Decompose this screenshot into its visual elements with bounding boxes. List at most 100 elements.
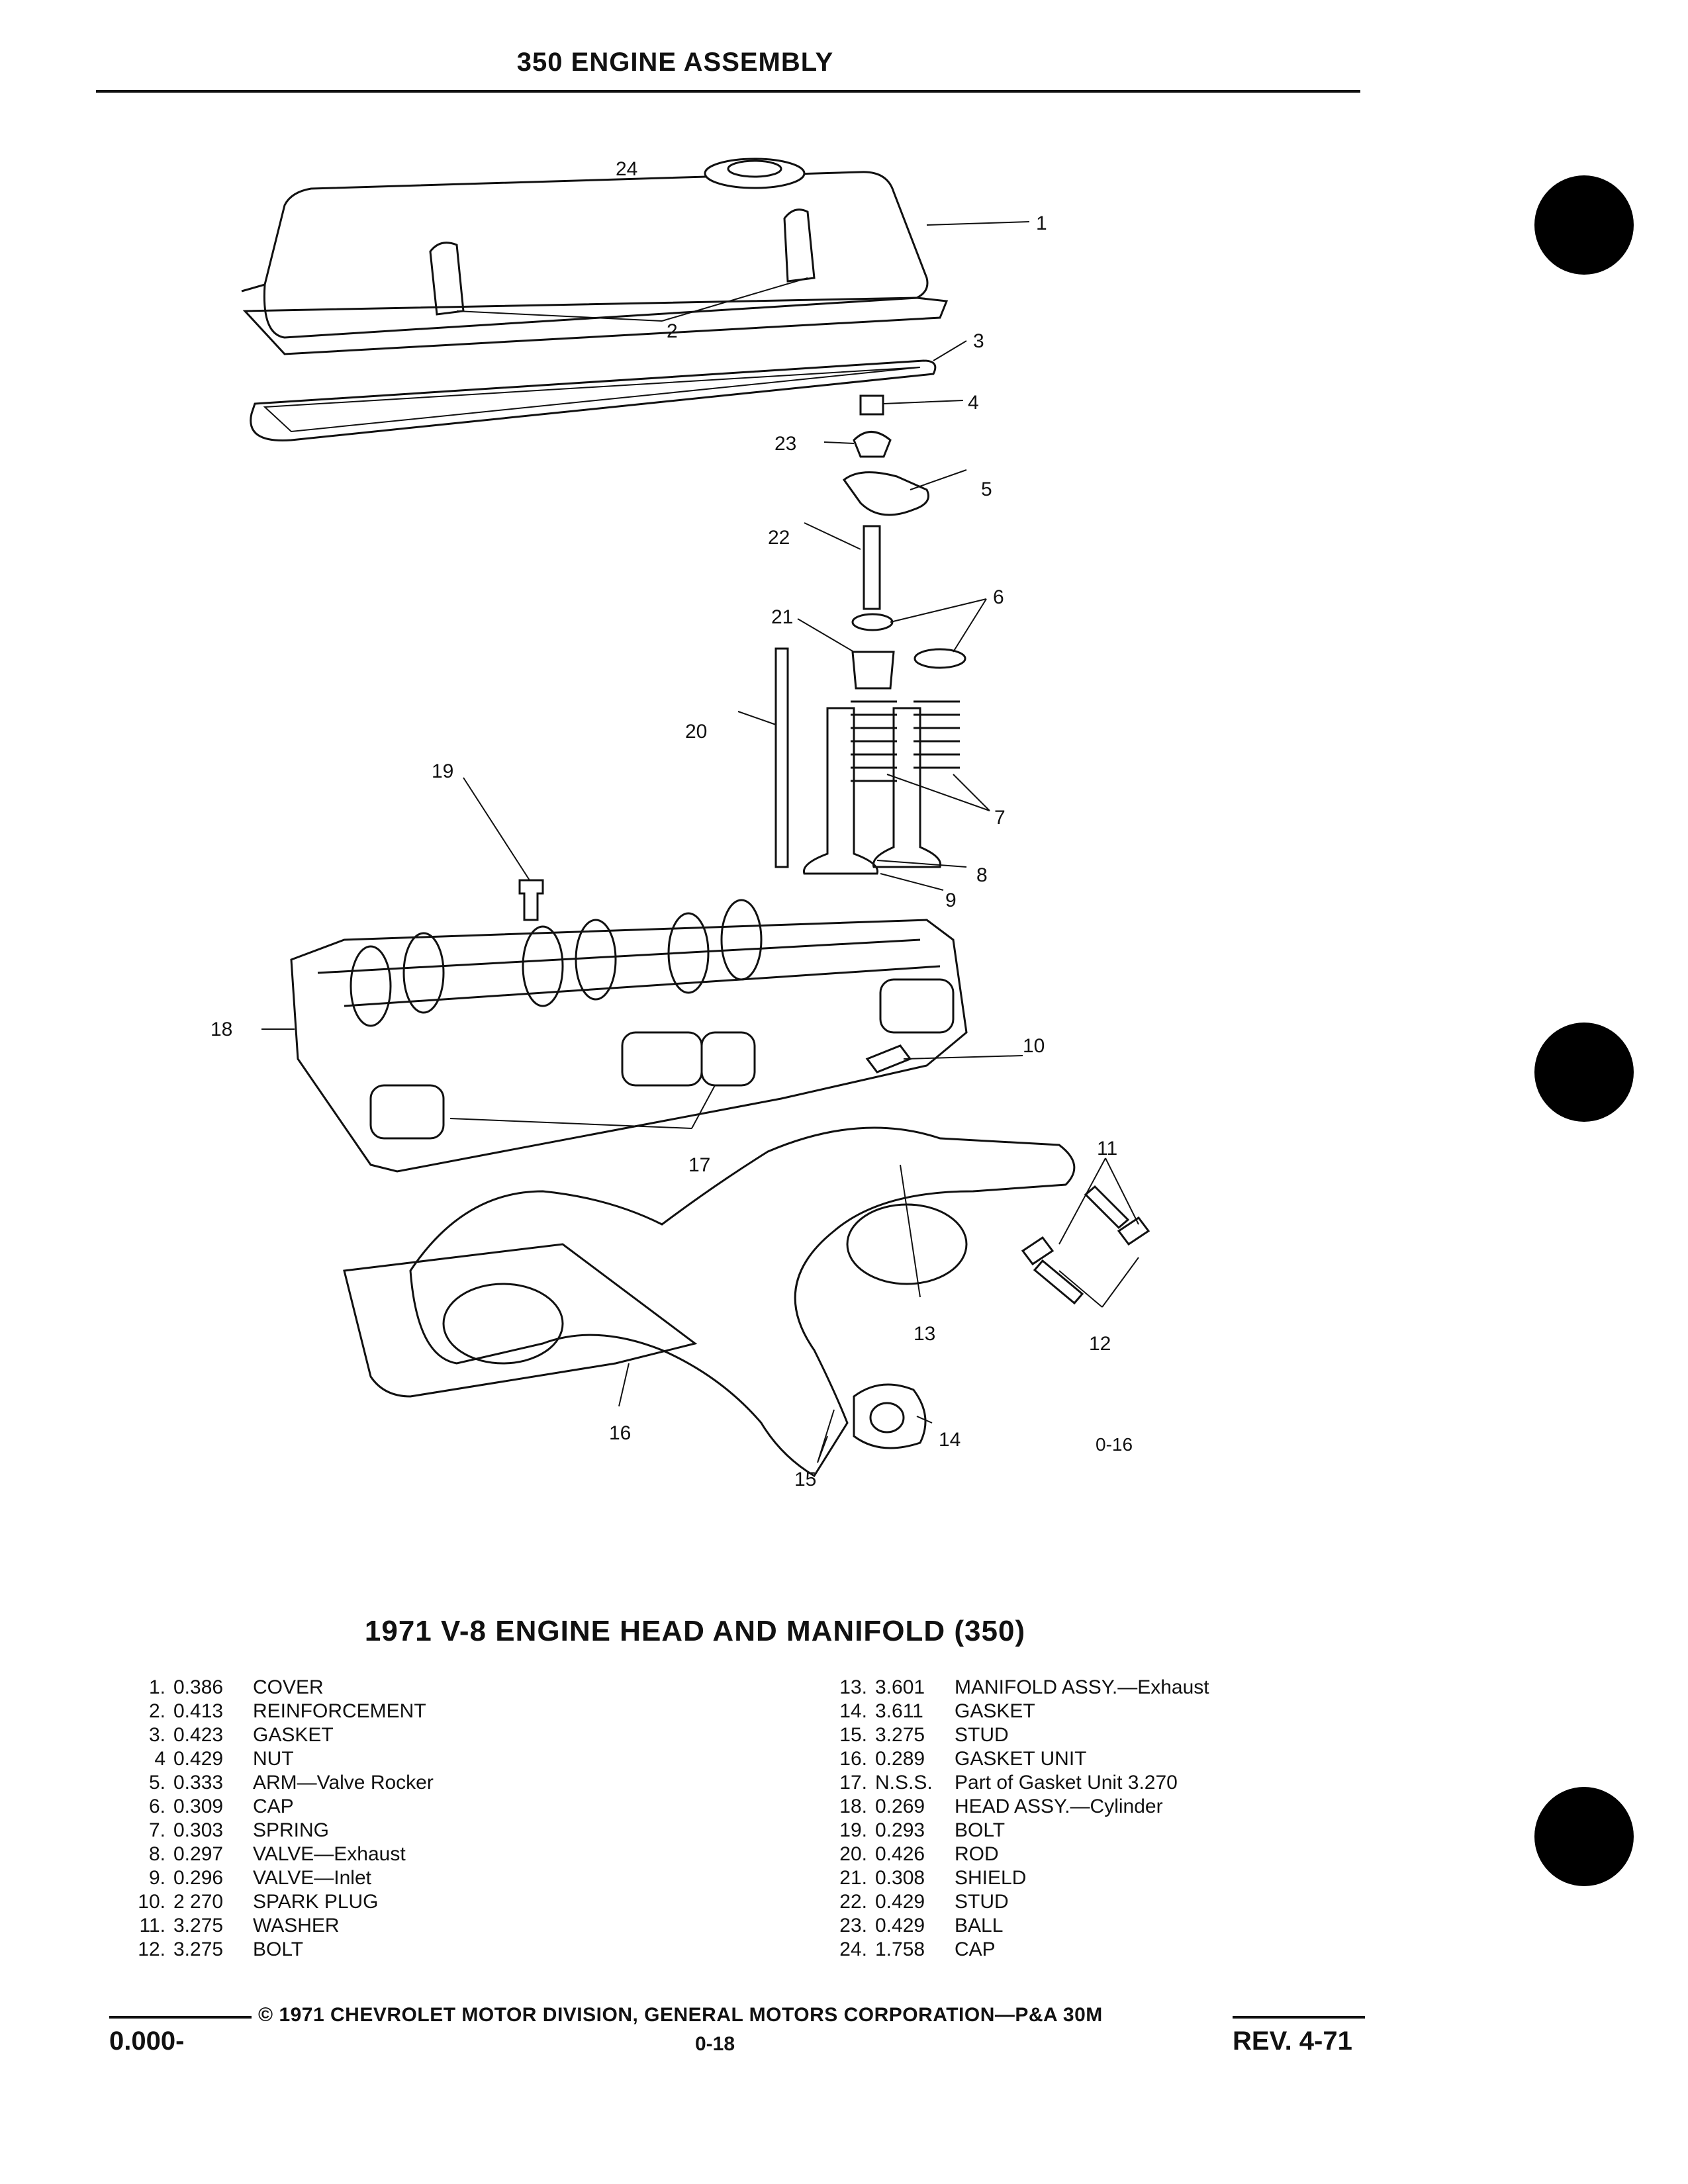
part-number: 4 bbox=[154, 1748, 165, 1770]
rocker-nut bbox=[859, 394, 884, 416]
part-code: 0.297 bbox=[173, 1843, 224, 1865]
callout-16: 16 bbox=[609, 1422, 631, 1444]
parts-legend-title: 1971 V-8 ENGINE HEAD AND MANIFOLD (350) bbox=[364, 1615, 1026, 1647]
part-number: 17. bbox=[839, 1772, 867, 1794]
callout-23: 23 bbox=[774, 433, 796, 455]
part-description: MANIFOLD ASSY.—Exhaust bbox=[955, 1676, 1209, 1698]
callout-10: 10 bbox=[1023, 1035, 1045, 1057]
part-number: 14. bbox=[839, 1700, 867, 1722]
part-number: 19. bbox=[839, 1819, 867, 1841]
part-code: 0.269 bbox=[875, 1796, 925, 1817]
part-code: 0.293 bbox=[875, 1819, 925, 1841]
part-description: NUT bbox=[253, 1748, 294, 1770]
footer-rule bbox=[109, 2016, 252, 2019]
part-description: VALVE—Inlet bbox=[253, 1867, 371, 1889]
part-description: SHIELD bbox=[955, 1867, 1027, 1889]
part-description: WASHER bbox=[253, 1915, 340, 1936]
part-description: Part of Gasket Unit 3.270 bbox=[955, 1772, 1178, 1794]
pivot-ball bbox=[853, 431, 892, 458]
head-bolt bbox=[518, 879, 544, 921]
part-code: 0.309 bbox=[173, 1796, 224, 1817]
part-description: SPRING bbox=[253, 1819, 330, 1841]
part-number: 20. bbox=[839, 1843, 867, 1865]
punch-hole bbox=[1534, 1023, 1634, 1122]
header-rule bbox=[96, 90, 1360, 93]
footer-rule bbox=[1233, 2016, 1365, 2019]
part-number: 6. bbox=[148, 1796, 165, 1817]
callout-18: 18 bbox=[211, 1019, 232, 1040]
part-description: VALVE—Exhaust bbox=[253, 1843, 406, 1865]
callout-6: 6 bbox=[993, 586, 1004, 608]
callout-12: 12 bbox=[1089, 1333, 1111, 1355]
oil-cap bbox=[704, 158, 806, 189]
callout-8: 8 bbox=[976, 864, 988, 886]
callout-20: 20 bbox=[685, 721, 707, 743]
callout-15: 15 bbox=[794, 1469, 816, 1490]
part-number: 11. bbox=[139, 1915, 165, 1936]
part-number: 21. bbox=[839, 1867, 867, 1889]
callout-3: 3 bbox=[973, 330, 984, 352]
part-number: 23. bbox=[839, 1915, 867, 1936]
parts-list-row: 17. N.S.S. Part of Gasket Unit 3.270 bbox=[774, 1771, 1209, 1795]
part-code: 0.333 bbox=[173, 1772, 224, 1794]
part-number: 24. bbox=[839, 1938, 867, 1960]
callout-2: 2 bbox=[667, 320, 678, 342]
part-number: 18. bbox=[839, 1796, 867, 1817]
exhaust-manifold bbox=[409, 1126, 1076, 1478]
copyright-notice: © 1971 CHEVROLET MOTOR DIVISION, GENERAL… bbox=[258, 2004, 1103, 2026]
punch-hole bbox=[1534, 175, 1634, 275]
part-code: 0.429 bbox=[875, 1915, 925, 1936]
callout-5: 5 bbox=[981, 478, 992, 500]
part-description: ROD bbox=[955, 1843, 999, 1865]
part-code: 0.413 bbox=[173, 1700, 224, 1722]
part-number: 10. bbox=[138, 1891, 165, 1913]
part-code: 0.303 bbox=[173, 1819, 224, 1841]
part-number: 9. bbox=[148, 1867, 165, 1889]
part-code: N.S.S. bbox=[875, 1772, 933, 1794]
part-code: 0.426 bbox=[875, 1843, 925, 1865]
part-code: 3.275 bbox=[875, 1724, 925, 1746]
part-code: 0.289 bbox=[875, 1748, 925, 1770]
punch-hole bbox=[1534, 1787, 1634, 1886]
part-number: 8. bbox=[148, 1843, 165, 1865]
footer-section-number: 0.000- bbox=[109, 2026, 185, 2056]
part-description: BOLT bbox=[253, 1938, 304, 1960]
parts-list-row: 8. 0.297 VALVE—Exhaust bbox=[113, 1843, 434, 1866]
part-code: 0.429 bbox=[875, 1891, 925, 1913]
part-number: 13. bbox=[839, 1676, 867, 1698]
part-description: BOLT bbox=[955, 1819, 1006, 1841]
part-description: GASKET bbox=[955, 1700, 1035, 1722]
callout-13: 13 bbox=[914, 1323, 935, 1345]
part-description: SPARK PLUG bbox=[253, 1891, 379, 1913]
part-description: GASKET bbox=[253, 1724, 334, 1746]
part-code: 0.386 bbox=[173, 1676, 224, 1698]
manifold-bolt bbox=[1084, 1185, 1150, 1246]
exhaust-valve bbox=[802, 707, 879, 875]
part-description: STUD bbox=[955, 1891, 1009, 1913]
callout-24: 24 bbox=[616, 158, 637, 180]
callout-17: 17 bbox=[688, 1154, 710, 1176]
callout-21: 21 bbox=[771, 606, 793, 628]
callout-4: 4 bbox=[968, 392, 979, 414]
part-code: 3.611 bbox=[875, 1700, 923, 1722]
part-description: REINFORCEMENT bbox=[253, 1700, 426, 1722]
rocker-stud bbox=[863, 525, 881, 610]
part-code: 3.275 bbox=[173, 1938, 224, 1960]
